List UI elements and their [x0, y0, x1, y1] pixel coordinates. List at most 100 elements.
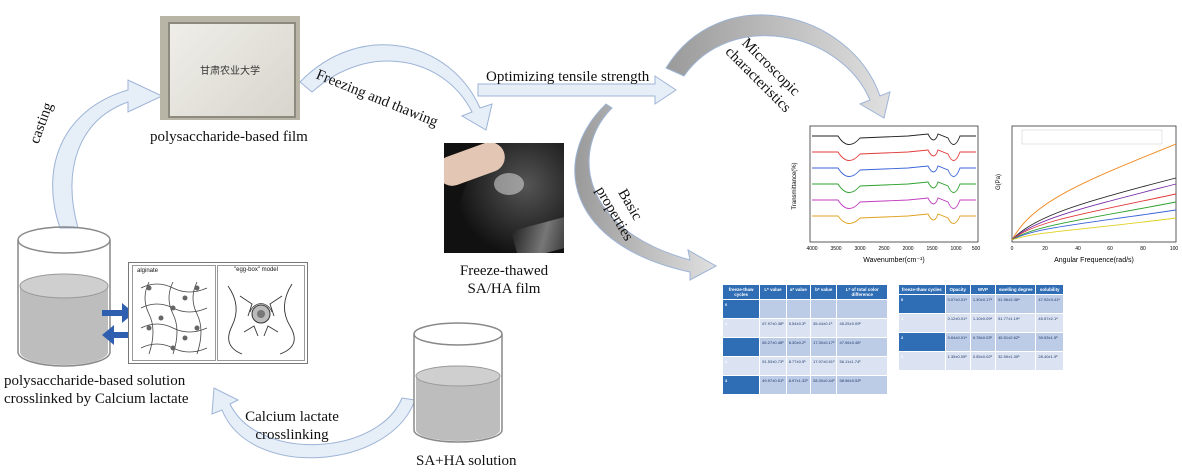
table-cell: 0	[721, 299, 761, 319]
ftir-xticks: 4000 3500 3000 2500 2000 1500 1000 500	[806, 246, 980, 252]
rheo-xtick: 20	[1042, 246, 1048, 252]
table-cell: 0.12±0.01ᵃ	[944, 313, 971, 333]
eggbox-panel: "egg-box" model	[217, 265, 305, 361]
rheo-xtick: 60	[1107, 246, 1113, 252]
table-cell: 65.27±0.48ᵇ	[759, 337, 787, 357]
table-header-cell: freeze-thaw cycles	[721, 284, 761, 300]
table-cell: 32.59±1.35ᵇ	[995, 351, 1037, 371]
table-header-cell: solubility	[1035, 284, 1064, 295]
table-cell: 51.77±1.19ᵃ	[995, 313, 1037, 333]
label-solution-1: polysaccharide-based solution	[4, 373, 186, 389]
table-cell: 3	[721, 375, 761, 395]
table-cell: 1.10±0.09ᵃ	[969, 313, 997, 333]
ftir-chart: Transmittance(%) 4000 3500 3000 2500 200…	[792, 125, 980, 264]
table-cell: 2	[898, 332, 946, 352]
table-cell: 39.53±1.5ᵇ	[1035, 332, 1064, 352]
table-cell: 51.53±0.73ᵇ	[759, 356, 787, 376]
freezing-arrow	[299, 44, 493, 131]
table-cell: 28.30±0.44ᵇ	[809, 375, 838, 395]
freeze-thawed-photo	[444, 143, 564, 253]
rheo-xtick: 0	[1011, 246, 1014, 252]
table-cell: 51.96±3.38ᵃ	[995, 294, 1037, 314]
beaker-left	[17, 226, 111, 367]
table-cell: 8.97±1.32ᵇ	[785, 375, 811, 395]
rheo-xticks: 0 20 40 60 80 100	[1011, 246, 1179, 252]
label-calcium-1: Calcium lactate	[245, 409, 339, 425]
table-cell	[785, 299, 811, 319]
optimizing-arrow	[477, 75, 677, 105]
casting-arrow	[52, 79, 164, 229]
ftir-xtick: 500	[972, 246, 981, 252]
ftir-xtick: 2000	[902, 246, 913, 252]
table-header-cell: freeze-thaw cycles	[898, 284, 946, 295]
table-cell	[759, 299, 787, 319]
table-header-cell: L* of total color difference	[836, 284, 888, 300]
label-freeze-thawed-1: Freeze-thawed	[459, 263, 549, 279]
table-cell: 1.35±0.05ᵇ	[944, 351, 971, 371]
crosslinking-arrow	[211, 387, 416, 459]
label-film: polysaccharide-based film	[150, 129, 308, 145]
film-photo-text: 甘肃农业大学	[200, 66, 260, 77]
rheo-xlabel: Angular Frequence(rad/s)	[1054, 257, 1134, 264]
table-cell: 1.30±0.17ᵃ	[969, 294, 997, 314]
rheo-ylabel: G(Pa)	[996, 174, 1002, 190]
table-cell: 0.55±0.02ᵇ	[969, 351, 997, 371]
table-cell: 56.11±1.74ᵇ	[836, 356, 888, 376]
table-cell: 2	[721, 356, 761, 376]
label-optimizing: Optimizing tensile strength	[486, 69, 650, 85]
table-cell: 45.25±0.09ᵇ	[836, 318, 888, 338]
microscopic-arrow	[665, 14, 891, 119]
table-cell: 49.97±0.51ᵇ	[759, 375, 787, 395]
table-cell	[721, 337, 761, 357]
model-inset: alginate "egg-box" model	[128, 262, 308, 364]
table-cell: 17.30±0.17ᵇ	[809, 337, 838, 357]
table-cell: 1	[721, 318, 761, 338]
double-arrow	[102, 303, 134, 345]
ftir-xtick: 3500	[830, 246, 841, 252]
film-photo: 甘肃农业大学	[160, 16, 300, 120]
table-cell: 6.30±0.2ᵇ	[785, 337, 811, 357]
table-cell: 58.96±0.53ᵇ	[836, 375, 888, 395]
table-cell: 8.77±0.5ᵇ	[785, 356, 811, 376]
alginate-panel: alginate	[132, 265, 216, 361]
label-saha: SA+HA solution	[416, 453, 517, 469]
label-calcium-2: crosslinking	[255, 427, 329, 443]
ftir-ylabel: Transmittance(%)	[792, 162, 798, 209]
table-header-cell: b* value	[809, 284, 838, 300]
ftir-xtick: 1000	[950, 246, 961, 252]
rheo-xtick: 80	[1140, 246, 1146, 252]
table-row: 0	[721, 299, 888, 319]
beaker-saha	[413, 322, 503, 443]
alginate-label: alginate	[137, 268, 159, 274]
ftir-xtick: 4000	[806, 246, 817, 252]
ftir-xtick: 3000	[854, 246, 865, 252]
table-header-cell: Opacity	[944, 284, 971, 295]
label-freeze-thawed-2: SA/HA film	[467, 281, 541, 297]
table-cell: 0.07±0.01ᵃ	[944, 294, 971, 314]
ftir-xtick: 2500	[878, 246, 889, 252]
table-cell	[809, 299, 838, 319]
table-header-cell: swelling degree	[995, 284, 1037, 295]
table-header-cell: a* value	[785, 284, 811, 300]
table-cell: 3	[898, 351, 946, 371]
table-cell: 45.51±2.62ᵇ	[995, 332, 1037, 352]
table-cell: 47.92±3.41ᵃ	[1035, 294, 1064, 314]
table-cell: 0	[898, 294, 946, 314]
ftir-xtick: 1500	[926, 246, 937, 252]
table-cell: 0.78±0.03ᵇ	[969, 332, 997, 352]
rheo-xtick: 100	[1170, 246, 1179, 252]
rheo-legend	[1021, 129, 1163, 145]
ftir-xlabel: Wavenumber(cm⁻¹)	[863, 257, 924, 264]
table-header-cell: L* value	[759, 284, 787, 300]
alginate-network	[140, 281, 208, 355]
